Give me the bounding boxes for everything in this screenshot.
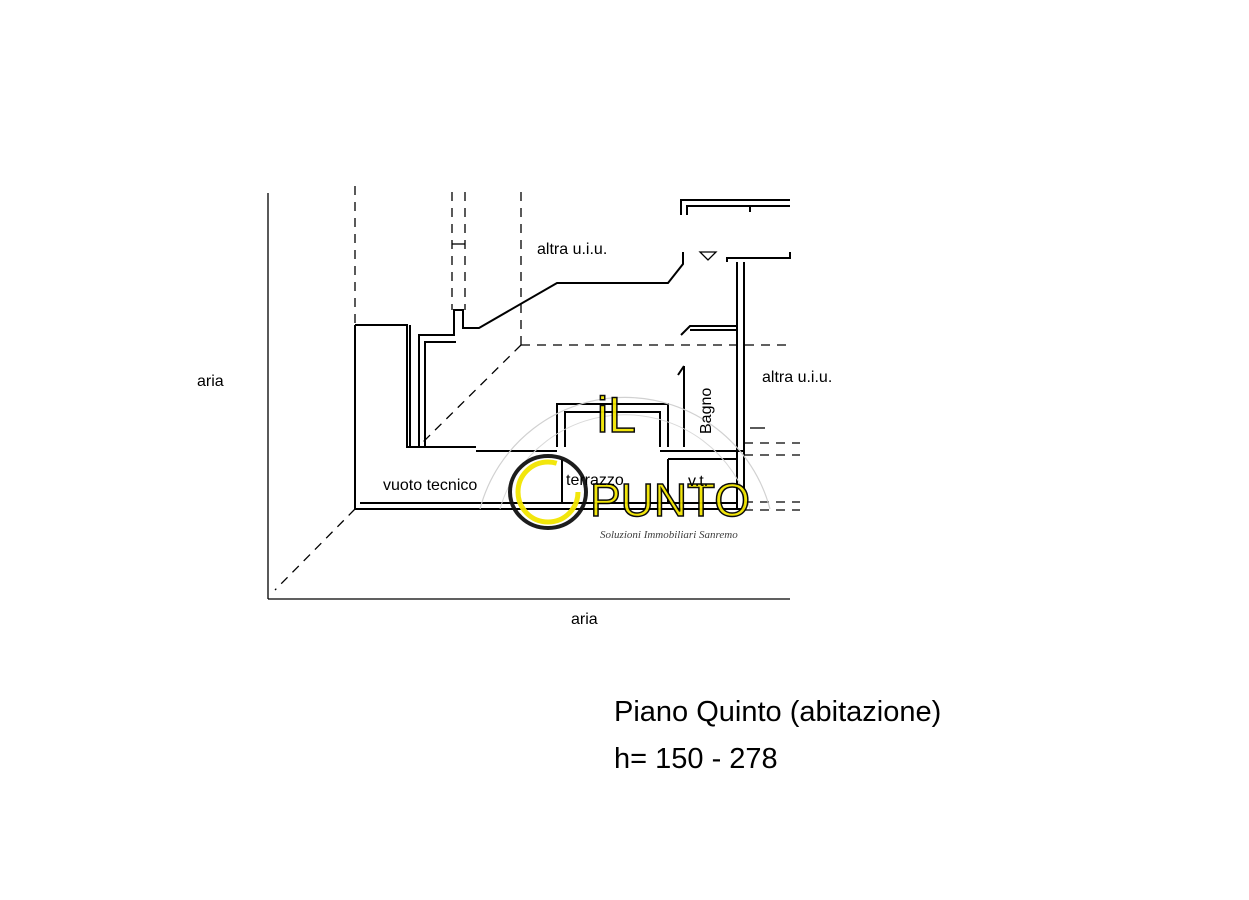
watermark-il: iL [597, 387, 636, 443]
plan-frame [267, 193, 790, 600]
plan-caption-height: h= 150 - 278 [614, 743, 778, 775]
watermark-punto: PUNTO [590, 474, 750, 526]
dashed-lines [274, 186, 800, 591]
watermark-tagline: Soluzioni Immobiliari Sanremo [600, 529, 738, 541]
label-vuoto-tecnico: vuoto tecnico [383, 477, 477, 494]
label-bagno: Bagno [698, 388, 715, 434]
room-labels: aria aria altra u.i.u. altra u.i.u. vuot… [197, 241, 832, 628]
plan-caption-title: Piano Quinto (abitazione) [614, 696, 942, 728]
label-terrazzo: terrazzo [566, 472, 624, 489]
label-aria-bottom: aria [571, 611, 598, 628]
label-altra-uiu-right: altra u.i.u. [762, 369, 832, 386]
label-aria-left: aria [197, 373, 224, 390]
label-altra-uiu-top: altra u.i.u. [537, 241, 607, 258]
label-vt: v.t. [688, 473, 708, 490]
watermark-logo: iL PUNTO Soluzioni Immobiliari Sanremo [479, 386, 771, 541]
